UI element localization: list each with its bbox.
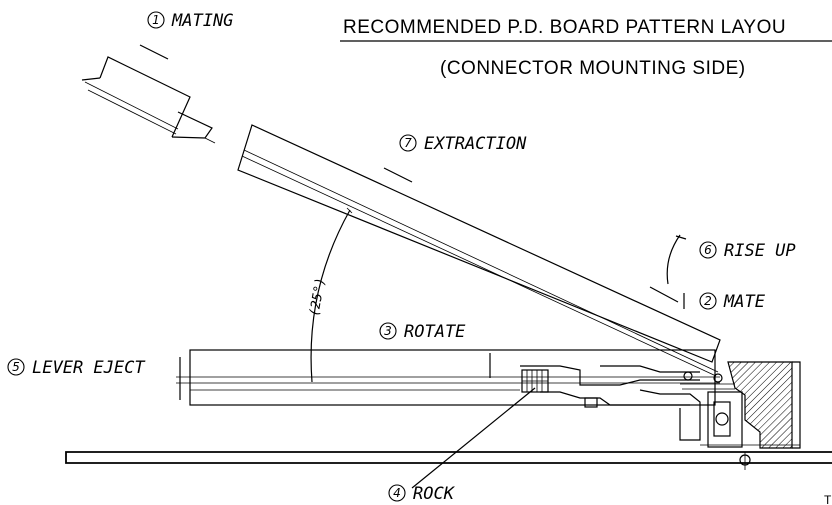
step-5-number: 5 — [12, 360, 20, 374]
step-7-label: EXTRACTION — [424, 134, 527, 154]
step-4-rock: 4 ROCK — [388, 387, 536, 504]
step-1-arrow-mark — [139, 44, 169, 60]
step-1-number: 1 — [152, 13, 160, 27]
step-1-circle — [147, 11, 165, 29]
step-2-number: 2 — [704, 294, 712, 308]
step-2-mate: 2 MATE — [649, 286, 766, 312]
pivot-pin-left — [683, 371, 693, 381]
step-5-circle — [7, 358, 25, 376]
header-subtitle: (CONNECTOR MOUNTING SIDE) — [440, 58, 746, 79]
step-6-arc — [666, 234, 681, 285]
latch-mechanism — [520, 365, 735, 441]
step-4-circle — [388, 484, 406, 502]
step-3-number: 3 — [384, 324, 392, 338]
step-2-arrow-mark — [649, 286, 679, 303]
step-7-circle — [399, 134, 417, 152]
step-4-number: 4 — [393, 486, 401, 500]
step-6-label: RISE UP — [724, 241, 796, 261]
angle-indicator: (25°) — [307, 207, 353, 383]
tilted-card — [237, 124, 721, 377]
header-title: RECOMMENDED P.D. BOARD PATTERN LAYOU — [343, 17, 786, 38]
step-5-lever-eject: 5 LEVER EJECT — [7, 357, 181, 400]
angle-arc — [310, 209, 351, 383]
step-4-label: ROCK — [413, 484, 456, 504]
step-2-circle — [699, 292, 717, 310]
step-6-number: 6 — [704, 243, 712, 257]
pcb-board — [65, 451, 832, 470]
pivot-pin-right — [713, 373, 723, 383]
corner-mark: T — [824, 493, 832, 505]
step-7-number: 7 — [404, 136, 412, 150]
horizontal-card — [176, 349, 720, 406]
step-3-rotate: 3 ROTATE — [379, 322, 491, 378]
step-3-circle — [379, 322, 397, 340]
connector-housing — [700, 361, 801, 449]
step-6-rise-up: 6 RISE UP — [666, 234, 796, 285]
step-6-circle — [699, 241, 717, 259]
step-7-extraction: 7 EXTRACTION — [383, 134, 527, 183]
step-7-arrow-mark — [383, 167, 413, 183]
board-mount-post — [739, 454, 751, 466]
step-3-label: ROTATE — [404, 322, 466, 342]
angle-label: (25°) — [307, 277, 329, 318]
step-1-mating: 1 MATING — [139, 11, 233, 60]
mating-card-fragment — [81, 56, 216, 144]
step-5-label: LEVER EJECT — [32, 358, 146, 378]
step-4-leader-line — [411, 387, 536, 489]
step-2-label: MATE — [723, 292, 766, 312]
step-1-label: MATING — [171, 11, 233, 31]
